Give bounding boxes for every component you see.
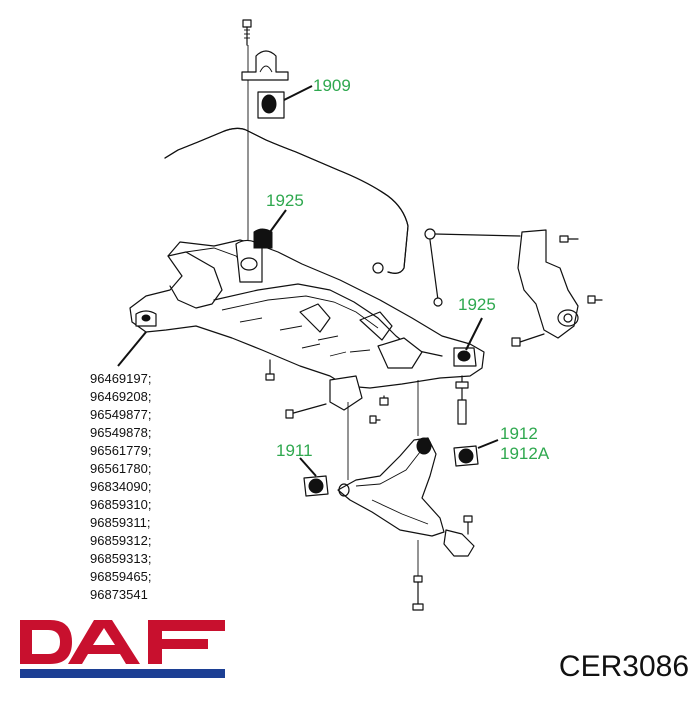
stabilizer-bracket xyxy=(241,50,289,81)
product-code: CER3086 xyxy=(559,650,689,683)
callout-1912a: 1912A xyxy=(500,444,550,463)
part-number: 96561780; xyxy=(90,461,151,476)
stabilizer-bushing-1909 xyxy=(257,85,313,119)
part-list-leader xyxy=(117,331,147,367)
part-number: 96834090; xyxy=(90,479,151,494)
part-number: 96859313; xyxy=(90,551,151,566)
part-number: 96469208; xyxy=(90,389,151,404)
stabilizer-bar xyxy=(164,127,409,274)
callout-1909: 1909 xyxy=(313,76,351,95)
stabilizer-link xyxy=(424,228,521,307)
part-number: 96859311; xyxy=(90,515,151,530)
callout-1911: 1911 xyxy=(276,441,313,460)
callout-1925-top: 1925 xyxy=(266,191,304,210)
daf-logo xyxy=(20,620,225,678)
steering-knuckle xyxy=(511,229,603,347)
part-number: 96549877; xyxy=(90,407,151,422)
part-number-list: 96469197; 96469208; 96549877; 96549878; … xyxy=(90,371,151,602)
part-number: 96549878; xyxy=(90,425,151,440)
mount-bushing-1925-right xyxy=(453,317,483,425)
part-number: 96469197; xyxy=(90,371,151,386)
callout-1925-right: 1925 xyxy=(458,295,496,314)
part-number: 96561779; xyxy=(90,443,151,458)
control-arm xyxy=(337,380,475,611)
subframe xyxy=(129,239,485,424)
callout-1912: 1912 xyxy=(500,424,538,443)
control-arm-bushing-1912 xyxy=(453,439,499,467)
part-number: 96859312; xyxy=(90,533,151,548)
part-number: 96859310; xyxy=(90,497,151,512)
part-number: 96859465; xyxy=(90,569,151,584)
mount-bushing-1925-top xyxy=(253,209,287,249)
part-number: 96873541 xyxy=(90,587,148,602)
control-arm-bushing-1911 xyxy=(299,457,329,497)
